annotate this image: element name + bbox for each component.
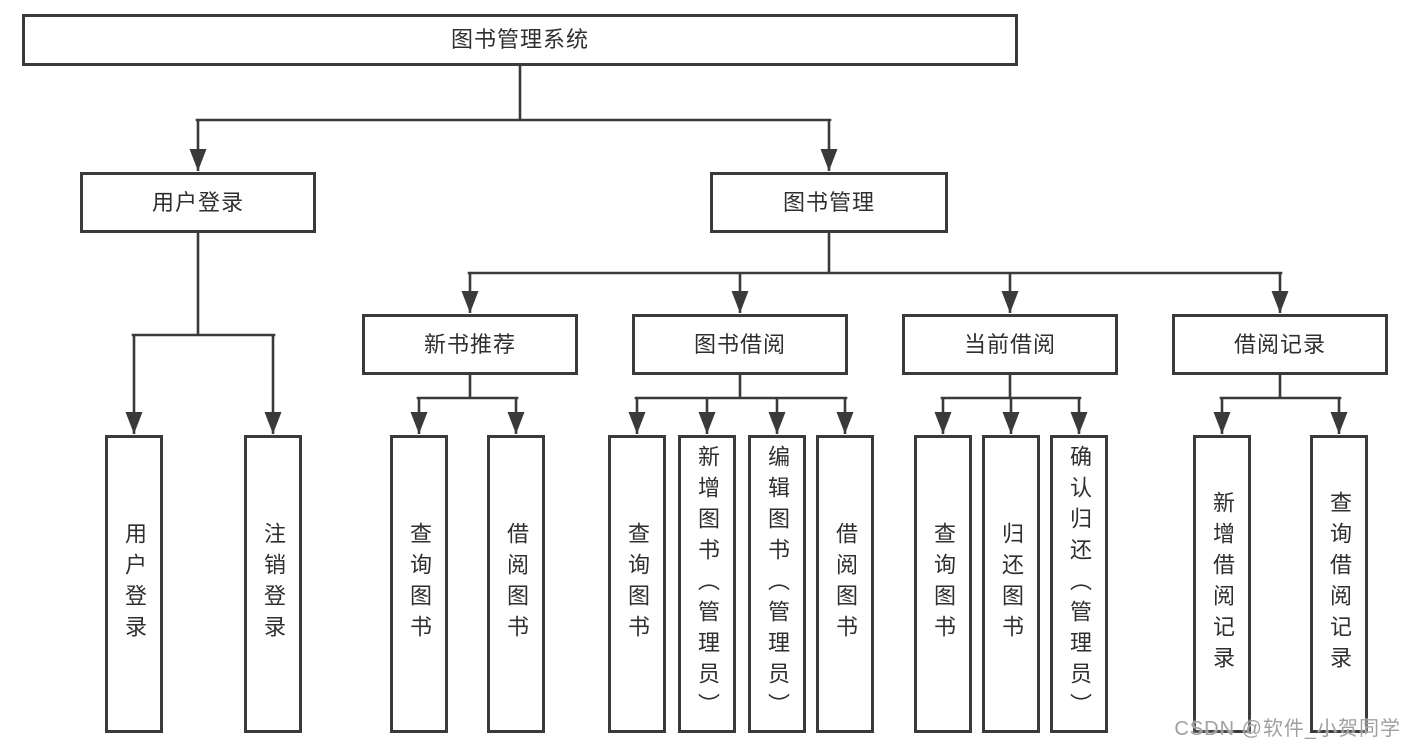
node-label: 注销登录: [261, 522, 286, 646]
leaf-user-login: 用户登录: [105, 435, 163, 733]
node-book-borrow: 图书借阅: [632, 314, 848, 375]
node-label: 查询图书: [625, 522, 650, 646]
leaf-br-add-record: 新增借阅记录: [1193, 435, 1251, 733]
node-label: 借阅图书: [833, 522, 858, 646]
edge-new-book-trunk: [416, 373, 519, 400]
node-label: 用户登录: [151, 189, 244, 215]
node-label: 新增图书（管理员）: [695, 444, 720, 724]
edge-current-borrow-trunk: [940, 373, 1082, 400]
node-label: 新增借阅记录: [1210, 491, 1235, 677]
node-library-management-system: 图书管理系统: [22, 14, 1018, 66]
edge-book-management-trunk: [467, 231, 1283, 275]
leaf-nb-query-books: 查询图书: [390, 435, 448, 733]
leaf-nb-borrow-books: 借阅图书: [487, 435, 545, 733]
node-label: 图书管理系统: [450, 27, 589, 52]
node-label: 当前借阅: [963, 331, 1056, 357]
node-label: 查询图书: [407, 522, 432, 646]
node-label: 确认归还（管理员）: [1067, 444, 1092, 724]
node-label: 查询借阅记录: [1327, 491, 1352, 677]
node-label: 图书管理: [782, 189, 875, 215]
node-new-book-recommend: 新书推荐: [362, 314, 578, 375]
edge-borrow-records-trunk: [1219, 373, 1342, 400]
node-user-login: 用户登录: [80, 172, 316, 233]
leaf-bb-borrow-books: 借阅图书: [816, 435, 874, 733]
csdn-watermark: CSDN @软件_小贺同学: [1174, 718, 1401, 740]
leaf-br-query-record: 查询借阅记录: [1310, 435, 1368, 733]
leaf-bb-edit-books-admin: 编辑图书（管理员）: [748, 435, 806, 733]
node-book-management: 图书管理: [710, 172, 948, 233]
leaf-cb-confirm-return-admin: 确认归还（管理员）: [1050, 435, 1108, 733]
leaf-cb-query-books: 查询图书: [914, 435, 972, 733]
node-label: 查询图书: [931, 522, 956, 646]
node-label: 新书推荐: [423, 331, 516, 357]
node-label: 图书借阅: [693, 331, 786, 357]
node-label: 用户登录: [122, 522, 147, 646]
node-label: 借阅图书: [504, 522, 529, 646]
edge-root-trunk: [195, 64, 832, 122]
leaf-logout: 注销登录: [244, 435, 302, 733]
leaf-cb-return-books: 归还图书: [982, 435, 1040, 733]
node-current-borrow: 当前借阅: [902, 314, 1118, 375]
edge-book-borrow-trunk: [634, 373, 848, 400]
node-label: 归还图书: [999, 522, 1024, 646]
node-label: 编辑图书（管理员）: [765, 444, 790, 724]
edge-user-login-trunk: [131, 231, 276, 337]
leaf-bb-add-books-admin: 新增图书（管理员）: [678, 435, 736, 733]
leaf-bb-query-books: 查询图书: [608, 435, 666, 733]
node-label: 借阅记录: [1233, 331, 1326, 357]
node-borrow-records: 借阅记录: [1172, 314, 1388, 375]
